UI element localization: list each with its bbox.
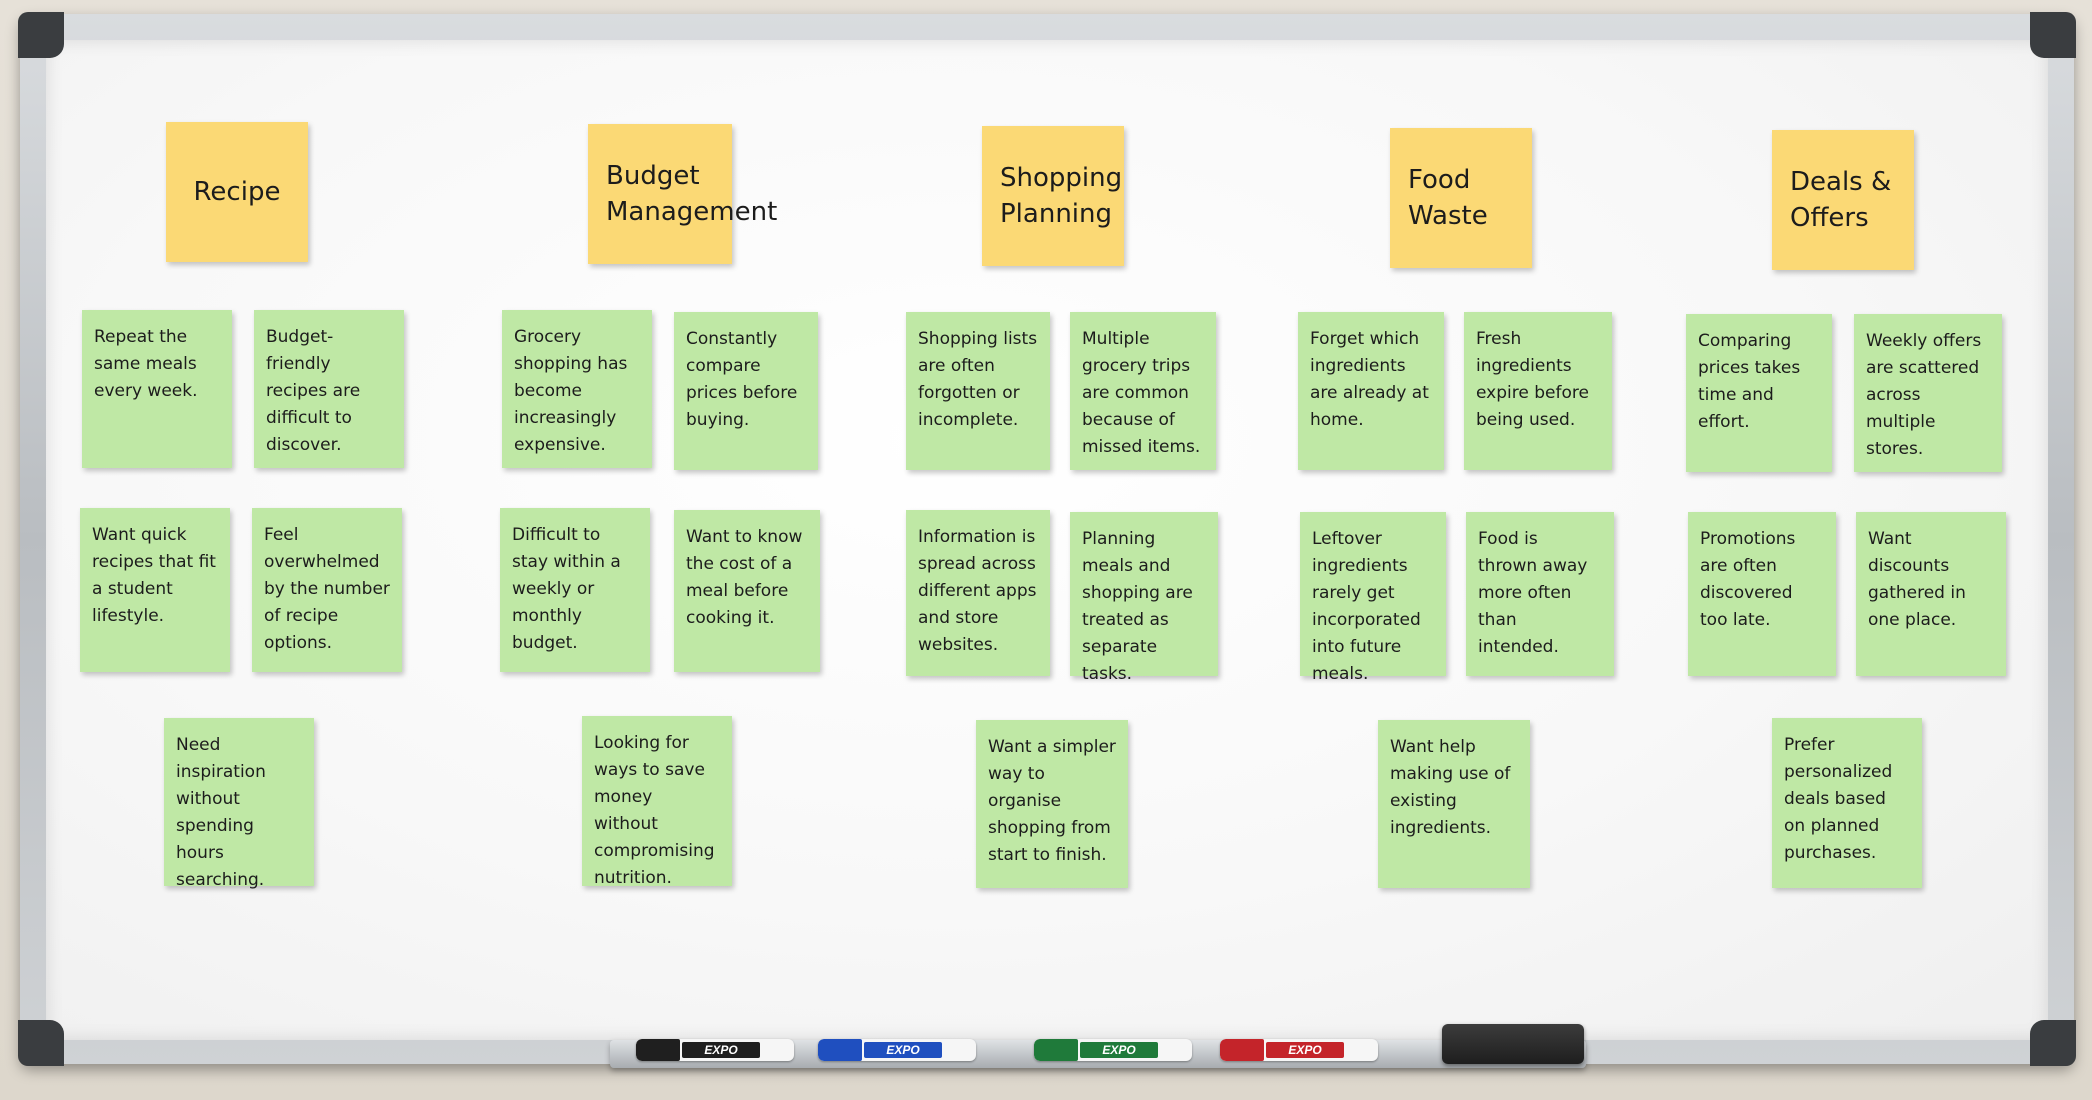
sticky-note-text: Want a simpler way to organise shopping … xyxy=(988,737,1116,865)
sticky-note-text: Looking for ways to save money without c… xyxy=(594,733,715,888)
marker-blue[interactable]: EXPO xyxy=(818,1039,976,1061)
marker-label: EXPO xyxy=(682,1042,760,1058)
sticky-note[interactable]: Constantly compare prices before buying. xyxy=(674,312,818,470)
sticky-note[interactable]: Need inspiration without spending hours … xyxy=(164,718,314,890)
frame-corner-top-left xyxy=(18,12,64,58)
marker-cap xyxy=(818,1039,862,1061)
marker-red[interactable]: EXPO xyxy=(1220,1039,1378,1061)
sticky-note-text: Want quick recipes that fit a student li… xyxy=(92,525,216,626)
sticky-note[interactable]: Want a simpler way to organise shopping … xyxy=(976,720,1128,888)
sticky-note[interactable]: Information is spread across different a… xyxy=(906,510,1050,676)
sticky-note[interactable]: Prefer personalized deals based on plann… xyxy=(1772,718,1922,888)
sticky-note-text: Constantly compare prices before buying. xyxy=(686,329,798,430)
sticky-note[interactable]: Comparing prices takes time and effort. xyxy=(1686,314,1832,472)
frame-corner-top-right xyxy=(2030,12,2076,58)
sticky-note[interactable]: Leftover ingredients rarely get incorpor… xyxy=(1300,512,1446,684)
sticky-note-text: Want discounts gathered in one place. xyxy=(1868,529,1966,630)
sticky-note[interactable]: Want help making use of existing ingredi… xyxy=(1378,720,1530,888)
sticky-note-text: Forget which ingredients are already at … xyxy=(1310,329,1429,430)
sticky-note-text: Food is thrown away more often than inte… xyxy=(1478,529,1588,657)
marker-green[interactable]: EXPO xyxy=(1034,1039,1192,1061)
category-note-recipe[interactable]: Recipe xyxy=(166,122,308,262)
sticky-note-text: Comparing prices takes time and effort. xyxy=(1698,331,1801,432)
marker-cap xyxy=(636,1039,680,1061)
sticky-note-text: Promotions are often discovered too late… xyxy=(1700,529,1796,630)
sticky-note-text: Difficult to stay within a weekly or mon… xyxy=(512,525,621,653)
sticky-note-text: Want help making use of existing ingredi… xyxy=(1390,737,1511,838)
sticky-note-text: Multiple grocery trips are common becaus… xyxy=(1082,329,1201,457)
sticky-note[interactable]: Promotions are often discovered too late… xyxy=(1688,512,1836,676)
category-title: Deals & Offers xyxy=(1790,167,1892,233)
sticky-note[interactable]: Want to know the cost of a meal before c… xyxy=(674,510,820,672)
sticky-note[interactable]: Fresh ingredients expire before being us… xyxy=(1464,312,1612,470)
whiteboard-eraser[interactable] xyxy=(1442,1024,1584,1064)
sticky-note[interactable]: Multiple grocery trips are common becaus… xyxy=(1070,312,1216,470)
sticky-note-text: Budget-friendly recipes are difficult to… xyxy=(266,327,361,455)
frame-corner-bottom-left xyxy=(18,1020,64,1066)
sticky-note-text: Want to know the cost of a meal before c… xyxy=(686,527,803,628)
category-title: Recipe xyxy=(193,177,281,207)
sticky-note[interactable]: Food is thrown away more often than inte… xyxy=(1466,512,1614,676)
sticky-note[interactable]: Weekly offers are scattered across multi… xyxy=(1854,314,2002,472)
frame-corner-bottom-right xyxy=(2030,1020,2076,1066)
sticky-note-text: Planning meals and shopping are treated … xyxy=(1082,529,1193,684)
sticky-note[interactable]: Repeat the same meals every week. xyxy=(82,310,232,468)
sticky-note-text: Repeat the same meals every week. xyxy=(94,327,198,401)
category-title: Shopping Planning xyxy=(1000,163,1123,229)
sticky-note-text: Information is spread across different a… xyxy=(918,527,1037,655)
sticky-note[interactable]: Want discounts gathered in one place. xyxy=(1856,512,2006,676)
sticky-note-text: Weekly offers are scattered across multi… xyxy=(1866,331,1982,459)
sticky-note[interactable]: Planning meals and shopping are treated … xyxy=(1070,512,1218,684)
category-note-budget-management[interactable]: Budget Management xyxy=(588,124,777,264)
marker-cap xyxy=(1034,1039,1078,1061)
category-note-deals-offers[interactable]: Deals & Offers xyxy=(1772,130,1914,270)
marker-black[interactable]: EXPO xyxy=(636,1039,794,1061)
sticky-note[interactable]: Shopping lists are often forgotten or in… xyxy=(906,312,1050,470)
category-note-food-waste[interactable]: Food Waste xyxy=(1390,128,1532,268)
category-title: Food Waste xyxy=(1408,165,1488,231)
sticky-note-text: Grocery shopping has become increasingly… xyxy=(514,327,628,455)
sticky-note[interactable]: Grocery shopping has become increasingly… xyxy=(502,310,652,468)
category-note-shopping-planning[interactable]: Shopping Planning xyxy=(982,126,1124,266)
sticky-note[interactable]: Looking for ways to save money without c… xyxy=(582,716,732,888)
sticky-note[interactable]: Budget-friendly recipes are difficult to… xyxy=(254,310,404,468)
sticky-note-text: Leftover ingredients rarely get incorpor… xyxy=(1312,529,1421,684)
sticky-note[interactable]: Difficult to stay within a weekly or mon… xyxy=(500,508,650,672)
marker-label: EXPO xyxy=(1266,1042,1344,1058)
sticky-note[interactable]: Want quick recipes that fit a student li… xyxy=(80,508,230,672)
category-title: Budget Management xyxy=(606,161,778,227)
sticky-note-text: Shopping lists are often forgotten or in… xyxy=(918,329,1038,430)
marker-label: EXPO xyxy=(1080,1042,1158,1058)
sticky-note-text: Need inspiration without spending hours … xyxy=(176,735,266,890)
sticky-note-text: Feel overwhelmed by the number of recipe… xyxy=(264,525,390,653)
marker-cap xyxy=(1220,1039,1264,1061)
sticky-note[interactable]: Forget which ingredients are already at … xyxy=(1298,312,1444,470)
sticky-note-text: Fresh ingredients expire before being us… xyxy=(1476,329,1589,430)
sticky-note[interactable]: Feel overwhelmed by the number of recipe… xyxy=(252,508,402,672)
sticky-note-text: Prefer personalized deals based on plann… xyxy=(1784,735,1893,863)
marker-label: EXPO xyxy=(864,1042,942,1058)
